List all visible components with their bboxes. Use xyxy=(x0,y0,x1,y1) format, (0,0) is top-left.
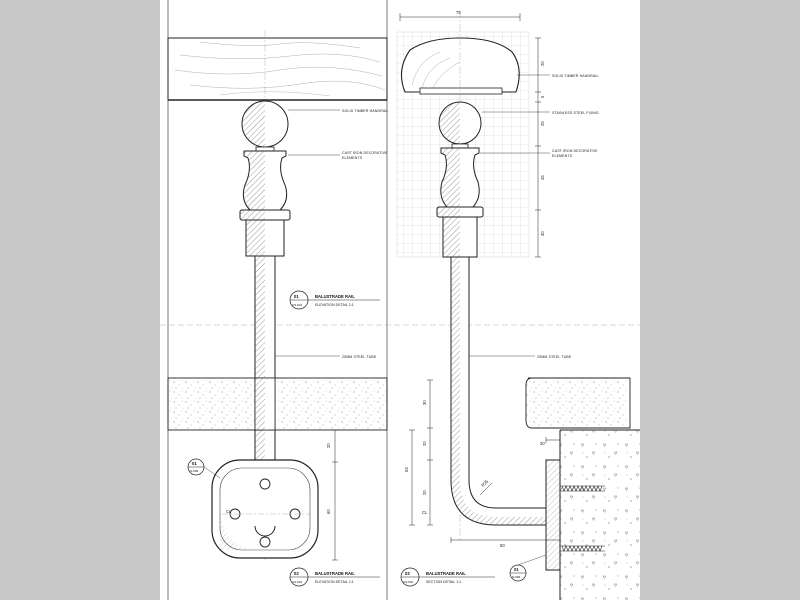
dim-bend: R25 xyxy=(480,478,489,487)
balustrade-drawing: 20 60 CL SOLID TIMBER HANDRAIL CAST IRON… xyxy=(160,0,640,600)
dim-centre-right: CL xyxy=(422,510,428,515)
section-lower-dims xyxy=(409,379,561,543)
timber-profile xyxy=(400,37,520,93)
dim-left-a: 20 xyxy=(326,443,331,448)
detail-title-section: 03 CS-601 BALUSTRADE RAIL SECTION DETAIL… xyxy=(400,567,495,587)
dim-bottom-w: 50 xyxy=(500,543,505,548)
note-stainless-a: STAINLESS STEEL FIXING xyxy=(552,111,599,115)
note-cast-iron-left-b: ELEMENTS xyxy=(342,156,363,160)
dim-centre-left: CL xyxy=(226,509,232,514)
note-solid-timber-right: SOLID TIMBER HANDRAIL xyxy=(552,74,599,78)
note-cast-iron-left-a: CAST IRON DECORATIVE xyxy=(342,151,388,155)
detail-title: BALUSTRADE RAIL xyxy=(315,294,355,299)
note-steel-tube-left: 25MM STEEL TUBE xyxy=(342,355,377,359)
detail-title-elevation-bottom: 02 CS-601 BALUSTRADE RAIL ELEVATION DETA… xyxy=(289,567,380,587)
detail-subtitle: ELEVATION DETAIL 1:1 xyxy=(315,303,354,307)
dim-collar: 45 xyxy=(540,175,545,180)
dim-rail-h: 20 xyxy=(540,61,545,66)
timber-handrail xyxy=(167,37,388,101)
dim-sec-a: 30 xyxy=(422,400,427,405)
note-cast-iron-right-a: CAST IRON DECORATIVE xyxy=(552,149,598,153)
bubble-num: 03 xyxy=(405,571,410,576)
callout-left: 01 D-600 xyxy=(187,458,221,479)
left-elevation: 20 60 CL SOLID TIMBER HANDRAIL CAST IRON… xyxy=(167,30,389,587)
dim-ball: 25 xyxy=(540,121,545,126)
right-section: 75 20 5 25 45 30 SOLID TIMBER HANDRAIL S… xyxy=(396,10,640,600)
detail-title: BALUSTRADE RAIL xyxy=(315,571,355,576)
dim-left-b: 60 xyxy=(326,509,331,514)
dim-gap: 5 xyxy=(540,95,545,98)
bubble-ref: CS-601 xyxy=(292,580,303,584)
left-floor-slab xyxy=(167,377,388,431)
detail-title: BALUSTRADE RAIL xyxy=(426,571,466,576)
wall-bolts xyxy=(560,485,605,552)
bubble-ref: CS-601 xyxy=(292,303,303,307)
dim-top-width: 75 xyxy=(456,10,461,15)
dim-lower: 30 xyxy=(540,231,545,236)
detail-subtitle: ELEVATION DETAIL 1:1 xyxy=(315,580,354,584)
callout-right: 01 D-600 xyxy=(509,554,547,582)
callout-ref: D-600 xyxy=(190,469,199,473)
section-top-dims xyxy=(399,13,541,258)
bubble-num: 01 xyxy=(294,294,299,299)
note-steel-tube-right: 25MM STEEL TUBE xyxy=(537,355,572,359)
dim-sec-c: 63 xyxy=(404,467,409,472)
bubble-num: 02 xyxy=(294,571,299,576)
section-leaders xyxy=(469,74,550,357)
detail-title-elevation-top: 01 CS-601 BALUSTRADE RAIL ELEVATION DETA… xyxy=(289,290,380,310)
left-leaders xyxy=(275,109,340,357)
callout-ref: D-600 xyxy=(512,575,521,579)
detail-subtitle: SECTION DETAIL 1:1 xyxy=(426,580,461,584)
left-fixing-plate xyxy=(211,459,319,559)
dim-sec-b: 20 xyxy=(422,441,427,446)
note-cast-iron-right-b: ELEMENTS xyxy=(552,154,573,158)
dim-wall-w: 20 xyxy=(540,441,545,446)
drawing-sheet: 20 60 CL SOLID TIMBER HANDRAIL CAST IRON… xyxy=(160,0,640,600)
right-floor-slab xyxy=(525,377,631,429)
left-dimensions xyxy=(332,429,338,561)
dim-sec-d: 20 xyxy=(422,490,427,495)
callout-num: 01 xyxy=(514,567,519,572)
bubble-ref: CS-601 xyxy=(403,580,414,584)
concrete-wall xyxy=(560,430,640,600)
note-solid-timber-left: SOLID TIMBER HANDRAIL xyxy=(342,109,389,113)
callout-num: 01 xyxy=(192,461,197,466)
